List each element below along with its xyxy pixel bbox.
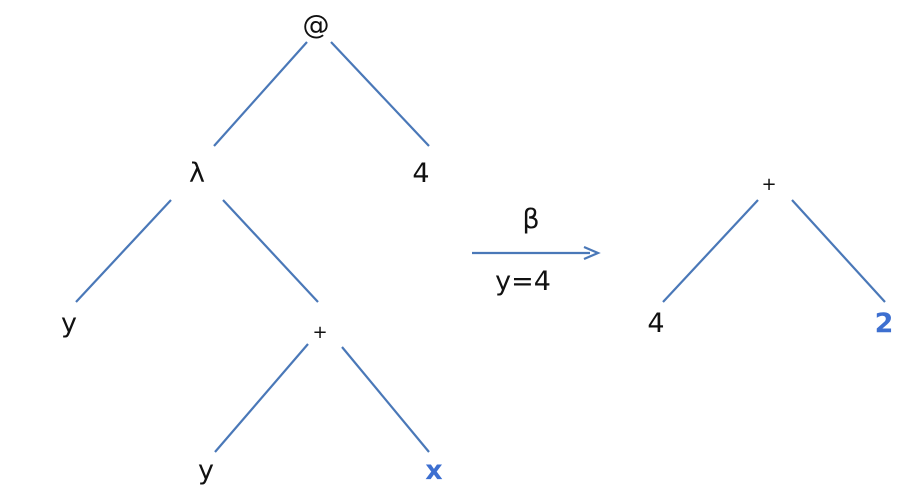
node-plus-left: y [198,455,214,486]
edge-result-plus-to-left [662,199,759,303]
edge-app-to-arg [330,41,430,147]
result-node-plus: + [761,174,776,195]
node-argument: 4 [412,158,429,189]
edge-lambda-to-plus [222,199,319,303]
node-lambda: λ [189,158,205,189]
edge-plus-to-x [341,346,430,453]
edge-lambda-to-param [75,199,172,303]
edge-plus-to-y [214,343,309,453]
edge-result-plus-to-right [791,199,886,303]
result-node-right: 2 [875,308,894,339]
node-plus: + [312,322,327,343]
result-node-left: 4 [647,308,664,339]
node-application: @ [303,10,330,41]
reduction-rule-label: β [522,204,539,235]
node-plus-right: x [425,455,442,486]
node-parameter: y [61,308,77,339]
substitution-label: y=4 [495,266,551,297]
edge-app-to-lambda [213,41,308,147]
reduction-arrow-head [583,245,601,261]
